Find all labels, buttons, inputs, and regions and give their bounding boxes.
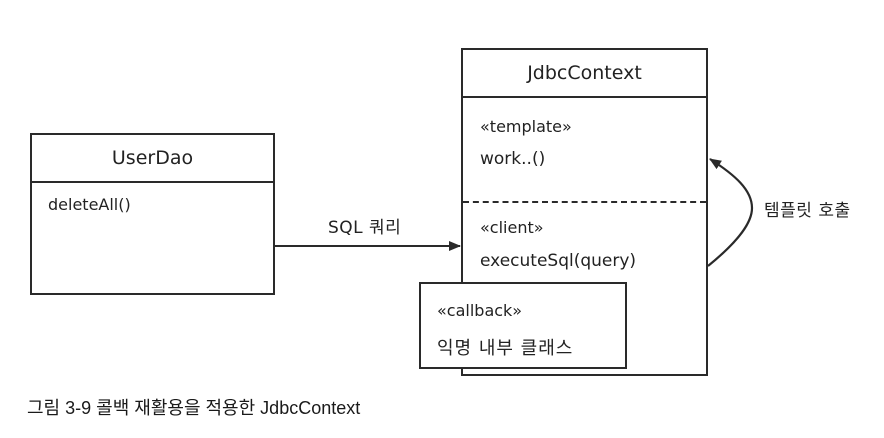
- figure-caption: 그림 3-9 콜백 재활용을 적용한 JdbcContext: [27, 398, 361, 418]
- template-call-curved-arrow: [707, 158, 754, 267]
- jdbccontext-class-name: JdbcContext: [463, 50, 706, 98]
- client-stereotype: «client»: [480, 218, 544, 237]
- template-call-label: 템플릿 호출: [764, 201, 851, 221]
- userdao-method-deleteall: deleteAll(): [48, 195, 131, 214]
- callback-anonymous-inner-class-label: 익명 내부 클래스: [437, 338, 574, 359]
- userdao-class-box: UserDao deleteAll(): [30, 133, 275, 295]
- template-method-work: work..(): [480, 149, 546, 169]
- callback-stereotype: «callback»: [437, 301, 523, 320]
- callback-box: «callback» 익명 내부 클래스: [419, 282, 627, 369]
- client-method-executesql: executeSql(query): [480, 251, 637, 271]
- section-divider-dashed: [463, 201, 706, 203]
- template-stereotype: «template»: [480, 117, 572, 136]
- userdao-class-name: UserDao: [32, 135, 273, 183]
- sql-query-label: SQL 쿼리: [328, 218, 402, 238]
